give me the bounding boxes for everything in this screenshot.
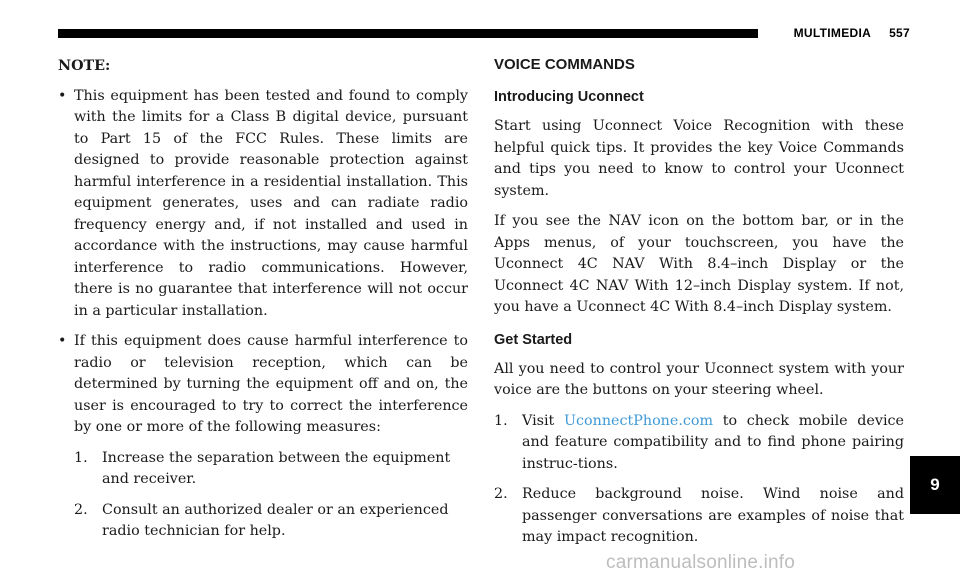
list-number: 2. — [74, 501, 88, 518]
bullet-item: • This equipment has been tested and fou… — [58, 86, 468, 323]
bullet-item: • If this equipment does cause harmful i… — [58, 331, 468, 439]
list-text: Consult an authorized dealer or an exper… — [102, 501, 449, 540]
list-item: 1. Visit UconnectPhone.com to check mobi… — [494, 411, 904, 476]
step-text-post: to check mobile device and feature compa… — [522, 412, 904, 472]
step-text-pre: Visit — [522, 412, 555, 429]
list-item: 2. Consult an authorized dealer or an ex… — [74, 500, 468, 543]
list-item: 1. Increase the separation between the e… — [74, 448, 468, 491]
subheading-get-started: Get Started — [494, 331, 573, 348]
bullet-dot: • — [58, 87, 67, 104]
uconnectphone-link[interactable]: UconnectPhone.com — [563, 412, 714, 429]
header-rule — [58, 29, 758, 38]
list-text: Reduce background noise. Wind noise and … — [522, 486, 904, 545]
list-item: 2. Reduce background noise. Wind noise a… — [494, 484, 904, 549]
right-column: VOICE COMMANDS Introducing Uconnect Star… — [494, 56, 904, 558]
bullet-text: If this equipment does cause harmful int… — [74, 333, 468, 435]
bullet-text: This equipment has been tested and found… — [74, 87, 468, 319]
watermark: carmanualsonline.info — [606, 552, 796, 573]
page-number: 557 — [889, 26, 910, 40]
chapter-tab: 9 — [910, 456, 960, 514]
bullet-dot: • — [58, 333, 67, 349]
measures-list: 1. Increase the separation between the e… — [74, 448, 468, 543]
left-column: NOTE: • This equipment has been tested a… — [58, 56, 468, 552]
list-text: Increase the separation between the equi… — [102, 449, 451, 488]
paragraph: Start using Uconnect Voice Recognition w… — [494, 118, 904, 199]
running-header: MULTIMEDIA 557 — [760, 26, 910, 40]
list-number: 1. — [494, 412, 508, 429]
list-number: 2. — [494, 486, 508, 502]
note-label: NOTE: — [58, 58, 111, 74]
paragraph: If you see the NAV icon on the bottom ba… — [494, 213, 904, 315]
section-title: MULTIMEDIA — [793, 26, 872, 40]
paragraph: All you need to control your Uconnect sy… — [494, 360, 904, 399]
steps-list: 1. Visit UconnectPhone.com to check mobi… — [494, 411, 904, 549]
list-number: 1. — [74, 449, 88, 466]
section-heading: VOICE COMMANDS — [494, 56, 635, 73]
subheading-introducing: Introducing Uconnect — [494, 89, 644, 105]
